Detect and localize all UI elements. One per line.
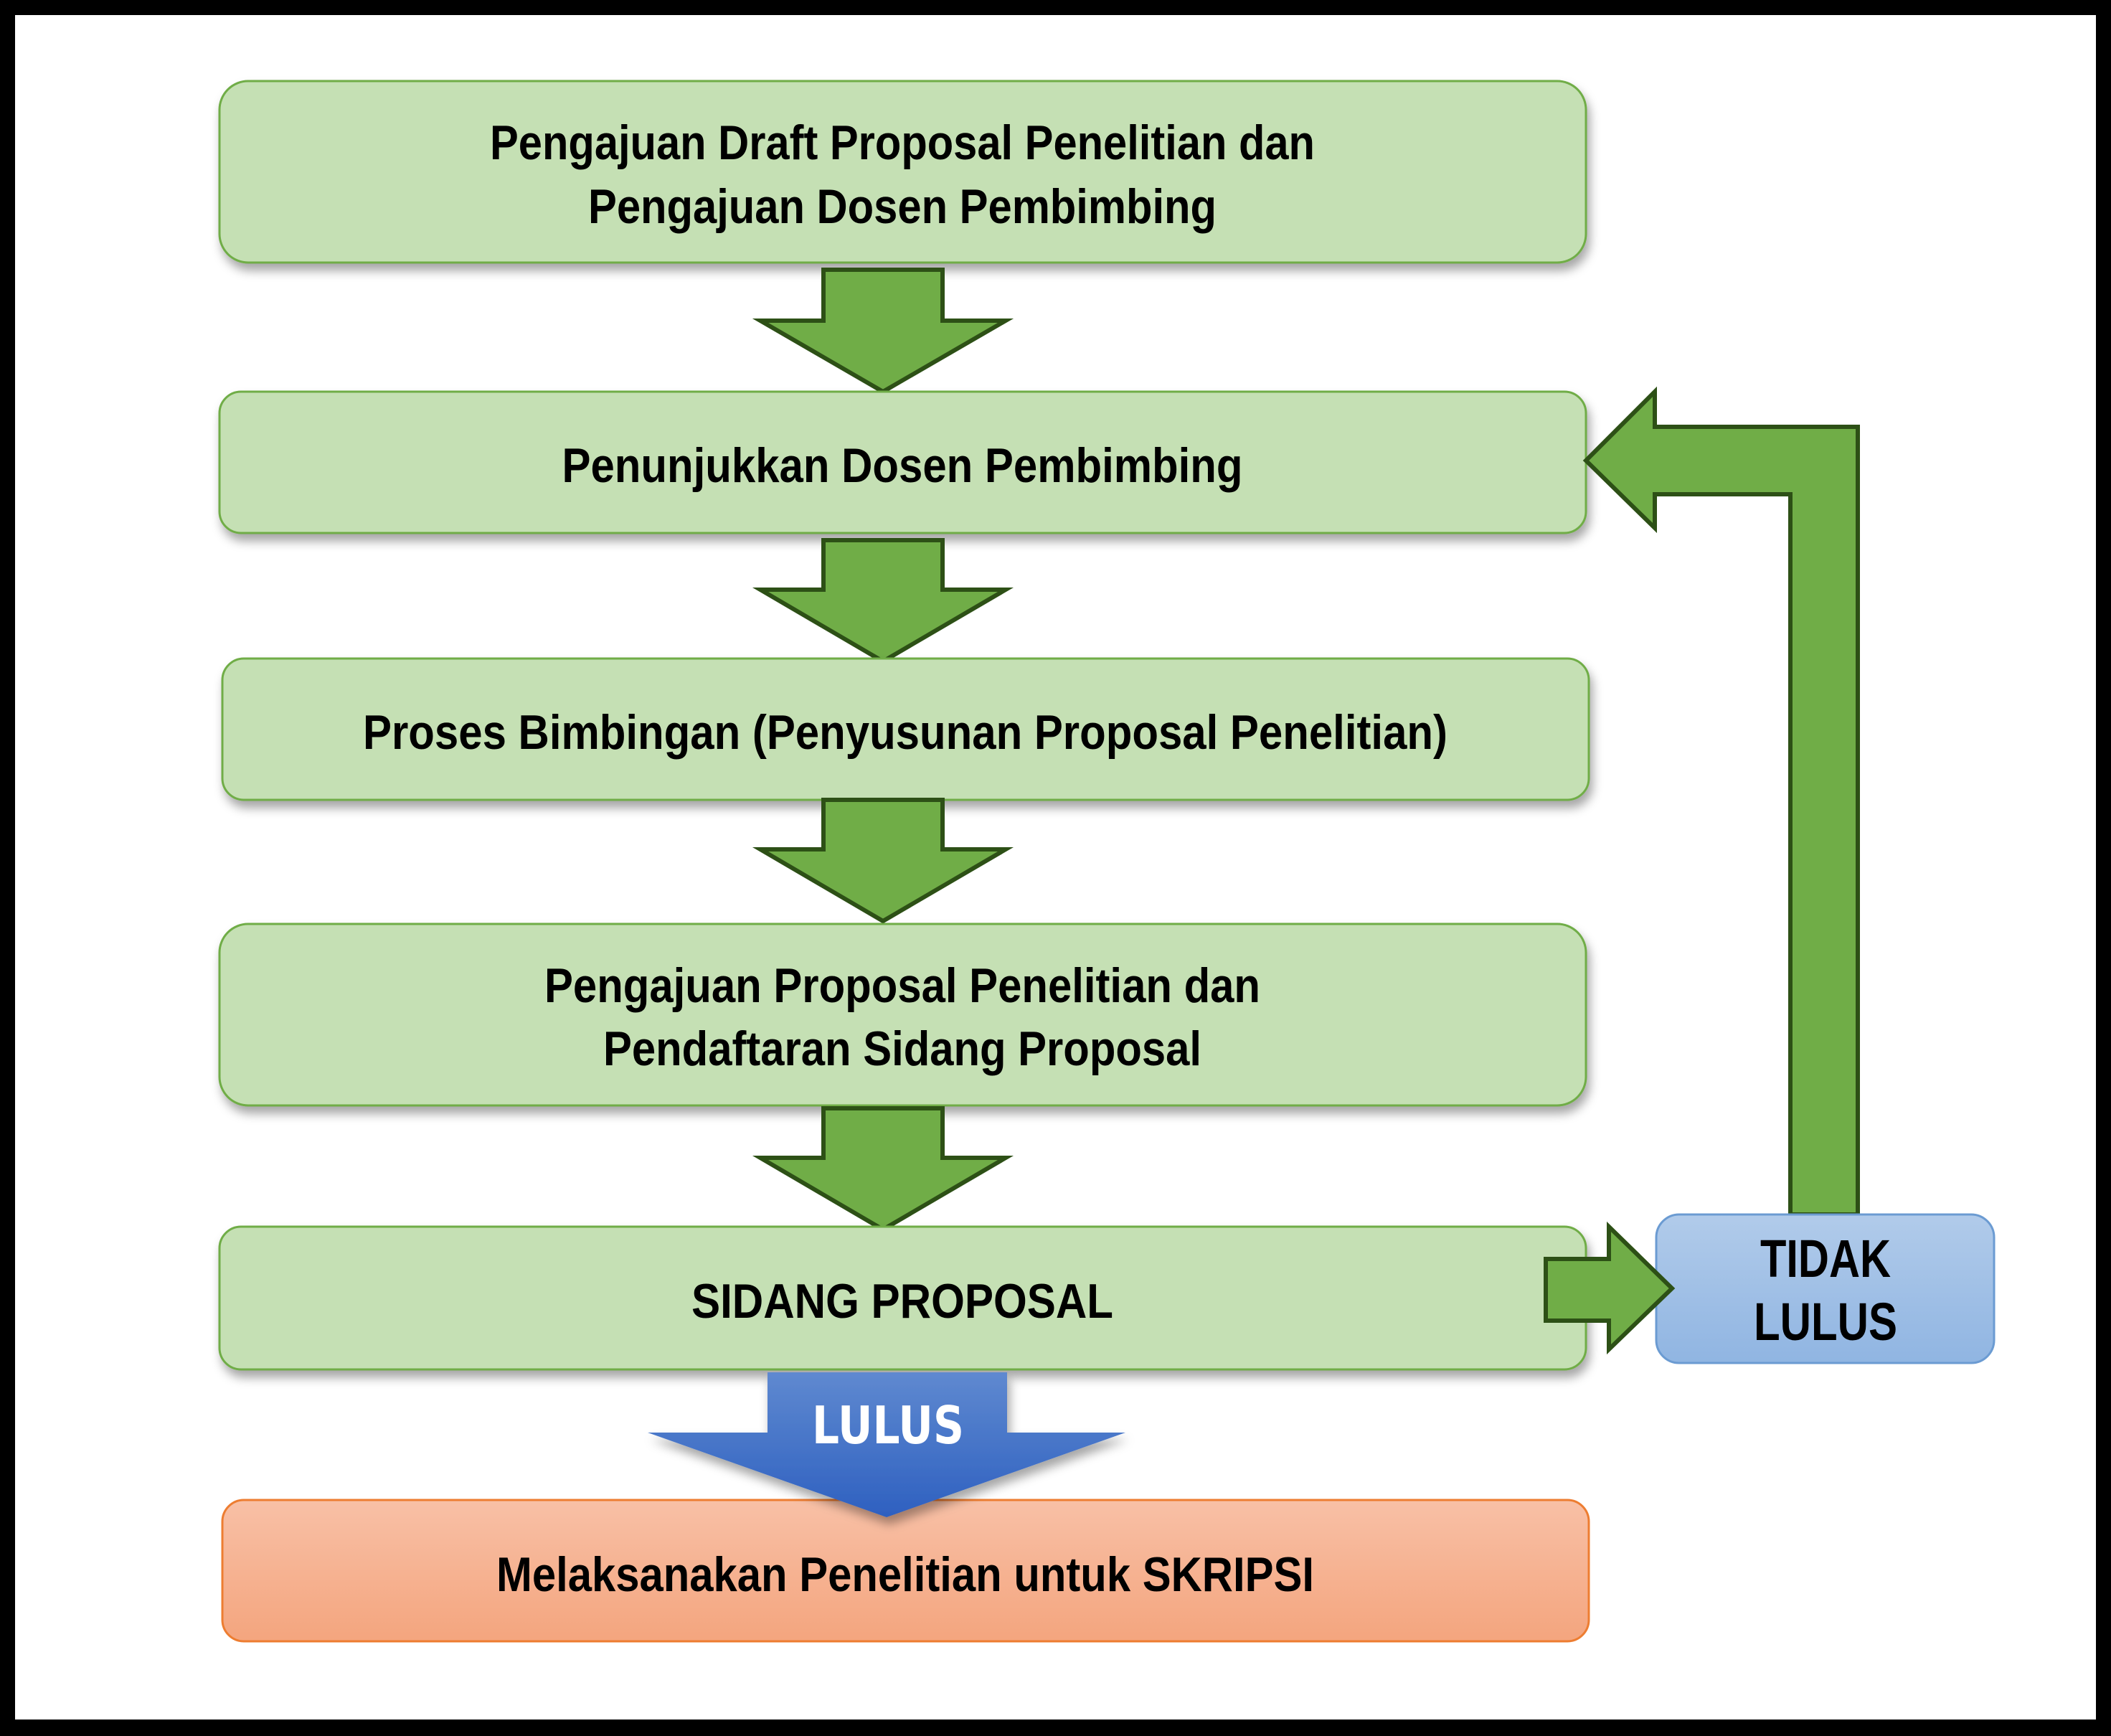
right-arrow-fail [1544, 1221, 1676, 1355]
down-arrow-1 [752, 268, 1014, 395]
step-4-line-1: Pengajuan Proposal Penelitian dan [544, 958, 1260, 1013]
step-4-line-2: Pendaftaran Sidang Proposal [603, 1022, 1201, 1076]
step-1-line-1: Pengajuan Draft Proposal Penelitian dan [490, 115, 1315, 170]
pass-arrow-label: LULUS [812, 1395, 964, 1456]
step-3-label: Proses Bimbingan (Penyusunan Proposal Pe… [363, 705, 1448, 760]
step-2-label: Penunjukkan Dosen Pembimbing [562, 438, 1243, 493]
down-arrow-2 [752, 538, 1014, 664]
loop-back-arrow [1582, 386, 1860, 1217]
step-5-label: SIDANG PROPOSAL [691, 1274, 1113, 1329]
down-arrow-4 [752, 1106, 1014, 1232]
fail-line-2: LULUS [1754, 1292, 1897, 1351]
fail-line-1: TIDAK [1760, 1229, 1891, 1288]
step-box-4: Pengajuan Proposal Penelitian dan Pendaf… [218, 923, 1587, 1107]
down-arrow-3 [752, 798, 1014, 924]
step-box-3: Proses Bimbingan (Penyusunan Proposal Pe… [221, 657, 1590, 801]
step-box-2: Penunjukkan Dosen Pembimbing [218, 390, 1587, 534]
step-box-5: SIDANG PROPOSAL [218, 1225, 1587, 1371]
fail-box: TIDAK LULUS [1655, 1213, 1996, 1364]
step-box-1: Pengajuan Draft Proposal Penelitian dan … [218, 80, 1587, 264]
final-step-box: Melaksanakan Penelitian untuk SKRIPSI [221, 1499, 1590, 1643]
final-step-label: Melaksanakan Penelitian untuk SKRIPSI [496, 1547, 1314, 1602]
pass-arrow: LULUS [648, 1372, 1125, 1517]
step-1-line-2: Pengajuan Dosen Pembimbing [588, 179, 1217, 234]
